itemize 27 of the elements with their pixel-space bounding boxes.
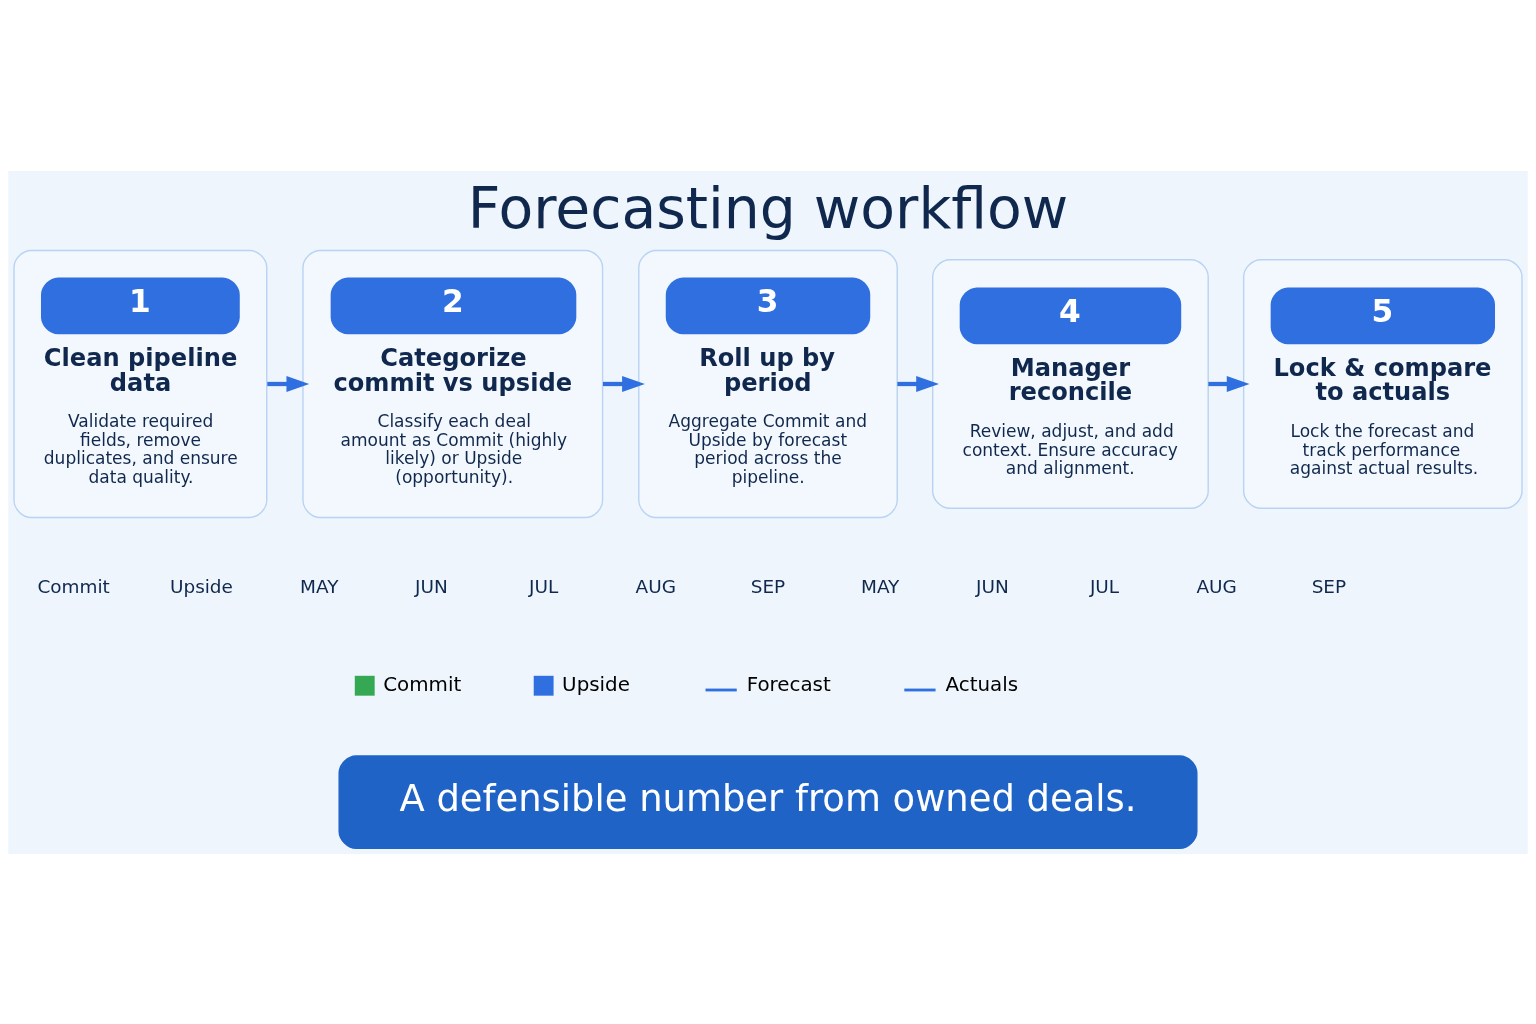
node-box: 2 Categorize commit vs upside Classify each deal amount as Commit (highly likely) or Upside (opportunity). [302,249,604,518]
label: MAY [300,575,339,597]
node-box: A defensible number from owned deals. [338,754,1198,849]
node-box: 1 Clean pipeline data Validate required fields, remove duplicates, and ensure data quality. [13,249,268,518]
diagram-title: Forecasting workflow [467,174,1069,241]
label: Upside [169,575,233,597]
label: SEP [1311,575,1347,597]
node-box: 3 Roll up by period Aggregate Commit and Upside by forecast period across the pipeline. [638,249,898,518]
label: JUL [529,575,559,597]
legend-label: Actuals [945,672,1019,696]
legend-label: Upside [562,672,630,696]
label: Commit [37,575,110,597]
label: AUG [635,575,677,597]
arrow [603,375,645,392]
node-box: 4 Manager reconcile Review, adjust, and add context. Ensure accuracy and alignment. [932,258,1209,509]
legend-label: Forecast [746,672,831,696]
label: JUN [415,575,448,597]
node-box: 5 Lock & compare to actuals Lock the forecast and track performance against actual results. [1243,258,1523,509]
label: SEP [750,575,786,597]
arrow [267,375,310,392]
label: MAY [861,575,900,597]
legend-label: Commit [383,672,462,696]
arrow [897,375,939,392]
label: JUL [1089,575,1120,597]
label: AUG [1196,575,1237,597]
arrow [1208,375,1250,392]
label: JUN [975,575,1009,597]
